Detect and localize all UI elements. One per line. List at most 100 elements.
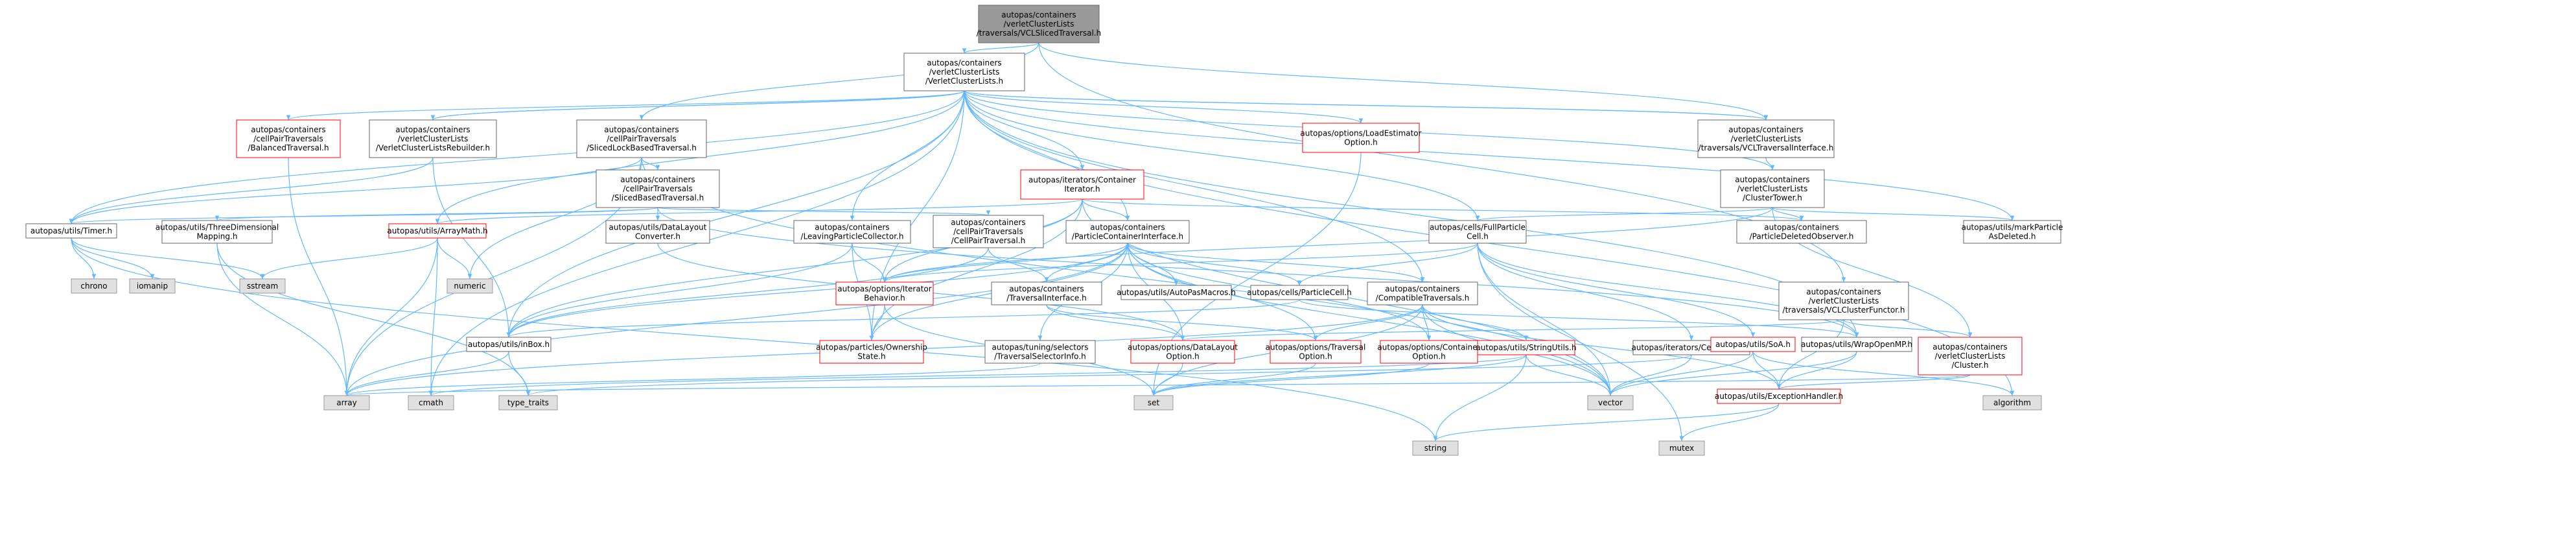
node-box (1778, 281, 1909, 320)
node-label-line: /verletClusterLists (1809, 296, 1879, 305)
edge-soa-to-algorithm (1752, 351, 2015, 396)
node-label-line: autopas/utils/DataLayout (609, 223, 707, 232)
node-label-line: autopas/containers (951, 218, 1025, 227)
node-label-line: autopas/tuning/selectors (992, 343, 1089, 352)
node-box (71, 278, 117, 294)
node-label-line: /traversals/VCLTraversalInterface.h (1699, 143, 1834, 152)
edge-timer-to-chrono (71, 237, 97, 280)
node-box (984, 340, 1096, 364)
node-particle-cell[interactable]: autopas/cells/ParticleCell.h (1247, 285, 1352, 300)
node-cell-pair-traversal[interactable]: autopas/containers/cellPairTraversals/Ce… (933, 215, 1044, 248)
node-box (1963, 220, 2061, 244)
node-particle-container-interface[interactable]: autopas/containers/ParticleContainerInte… (1065, 220, 1190, 244)
node-box (1020, 169, 1144, 200)
node-box (933, 215, 1044, 248)
node-box (1710, 337, 1796, 352)
node-label-line: /cellPairTraversals (253, 134, 323, 143)
node-leaving-particle-collector[interactable]: autopas/containers/LeavingParticleCollec… (793, 220, 911, 244)
edge-verlet_cluster_lists-to-container_iterator (964, 90, 1085, 171)
edge-vcl_sliced-to-vcl_cluster_functor (1038, 42, 1846, 283)
edge-wrap_openmp-to-vector (1608, 351, 1857, 396)
node-sliced-based[interactable]: autopas/containers/cellPairTraversals/Sl… (596, 169, 720, 208)
edge-exception_handler-to-mutex (1679, 403, 1780, 442)
node-box (1697, 119, 1835, 158)
node-label-line: /verletClusterLists (929, 67, 1000, 77)
node-label-line: /cellPairTraversals (953, 227, 1023, 236)
node-box (1658, 440, 1705, 456)
node-verlet-cluster-lists[interactable]: autopas/containers/verletClusterLists/Ve… (903, 53, 1025, 91)
node-vcl-cluster-functor[interactable]: autopas/containers/verletClusterLists/tr… (1778, 281, 1909, 320)
node-cluster-tower[interactable]: autopas/containers/verletClusterLists/Cl… (1720, 169, 1825, 208)
edge-vcl_rebuilder-to-in_box (432, 157, 511, 338)
node-label-line: cmath (419, 398, 443, 407)
node-label-line: autopas/containers (1728, 125, 1803, 134)
node-box (1736, 220, 1867, 244)
node-label-line: Behavior.h (864, 294, 905, 303)
edge-verlet_cluster_lists-to-load_estimator_option (964, 90, 1363, 124)
node-label-line: /cellPairTraversals (607, 134, 676, 143)
node-label-line: autopas/containers (1001, 10, 1076, 19)
node-label-line: autopas/utils/inBox.h (468, 340, 550, 349)
node-array-math[interactable]: autopas/utils/ArrayMath.h (387, 223, 488, 239)
node-label-line: iomanip (137, 281, 168, 291)
edge-array_math-to-sstream (260, 237, 438, 280)
node-autopas-macros[interactable]: autopas/utils/AutoPasMacros.h (1117, 285, 1236, 300)
node-vcl-rebuilder[interactable]: autopas/containers/verletClusterLists/Ve… (369, 119, 497, 158)
node-particle-deleted-observer[interactable]: autopas/containers/ParticleDeletedObserv… (1736, 220, 1867, 244)
edge-leaving_particle_collector-to-iterator_behavior (852, 243, 887, 283)
node-label-line: autopas/iterators/Container (1028, 176, 1136, 185)
node-label-line: autopas/utils/ThreeDimensional (156, 223, 279, 232)
node-label-line: autopas/containers (1090, 223, 1165, 232)
edge-iterator_behavior-to-ownership_state (869, 304, 885, 341)
node-label-line: /CellPairTraversal.h (951, 236, 1025, 245)
node-label-line: autopas/utils/Timer.h (30, 226, 112, 235)
node-label-line: /traversals/VCLClusterFunctor.h (1783, 305, 1905, 315)
node-in-box[interactable]: autopas/utils/inBox.h (466, 337, 551, 352)
node-timer[interactable]: autopas/utils/Timer.h (25, 223, 117, 239)
node-label-line: Iterator.h (1064, 185, 1100, 194)
node-label-line: autopas/containers (1009, 285, 1084, 294)
node-box (596, 169, 720, 208)
edge-vcl_traversal_interface-to-verlet_cluster_lists (962, 90, 1767, 121)
edge-sliced_based-to-cell_pair_traversal (657, 207, 990, 216)
node-label-line: autopas/utils/ArrayMath.h (387, 226, 487, 235)
node-traversal-interface[interactable]: autopas/containers/TraversalInterface.h (991, 281, 1102, 305)
node-vcl-traversal-interface[interactable]: autopas/containers/verletClusterLists/tr… (1697, 119, 1835, 158)
node-label-line: Option.h (1299, 352, 1332, 361)
node-vcl-sliced[interactable]: autopas/containers/verletClusterLists/tr… (977, 5, 1101, 43)
node-label-line: type_traits (507, 398, 549, 407)
node-soa[interactable]: autopas/utils/SoA.h (1710, 337, 1796, 352)
node-exception-handler[interactable]: autopas/utils/ExceptionHandler.h (1715, 388, 1843, 404)
node-iomanip: iomanip (129, 278, 176, 294)
node-string-utils[interactable]: autopas/utils/StringUtils.h (1476, 340, 1577, 355)
node-balanced-traversal[interactable]: autopas/containers/cellPairTraversals/Ba… (236, 119, 341, 158)
node-wrap-openmp[interactable]: autopas/utils/WrapOpenMP.h (1801, 337, 1912, 352)
edge-vcl_sliced-to-vcl_traversal_interface (1038, 42, 1769, 121)
node-compatible-traversals[interactable]: autopas/containers/CompatibleTraversals.… (1367, 281, 1478, 305)
node-chrono: chrono (71, 278, 117, 294)
node-box (991, 281, 1102, 305)
edge-particle_container_interface-to-traversal_interface (1044, 243, 1128, 283)
node-type-traits: type_traits (498, 395, 558, 411)
edge-traversal_option-to-set (1151, 363, 1316, 396)
edge-container_option-to-set (1151, 363, 1430, 396)
node-cluster[interactable]: autopas/containers/verletClusterLists/Cl… (1918, 337, 2023, 376)
node-traversal-selector-info[interactable]: autopas/tuning/selectors/TraversalSelect… (984, 340, 1096, 364)
edge-vcl_cluster_functor-to-data_layout_option (1181, 319, 1844, 341)
node-box (1412, 440, 1459, 456)
node-box (793, 220, 911, 244)
node-label-line: /TraversalSelectorInfo.h (994, 352, 1085, 361)
node-string: string (1412, 440, 1459, 456)
node-sliced-lock-based[interactable]: autopas/containers/cellPairTraversals/Sl… (576, 119, 707, 158)
